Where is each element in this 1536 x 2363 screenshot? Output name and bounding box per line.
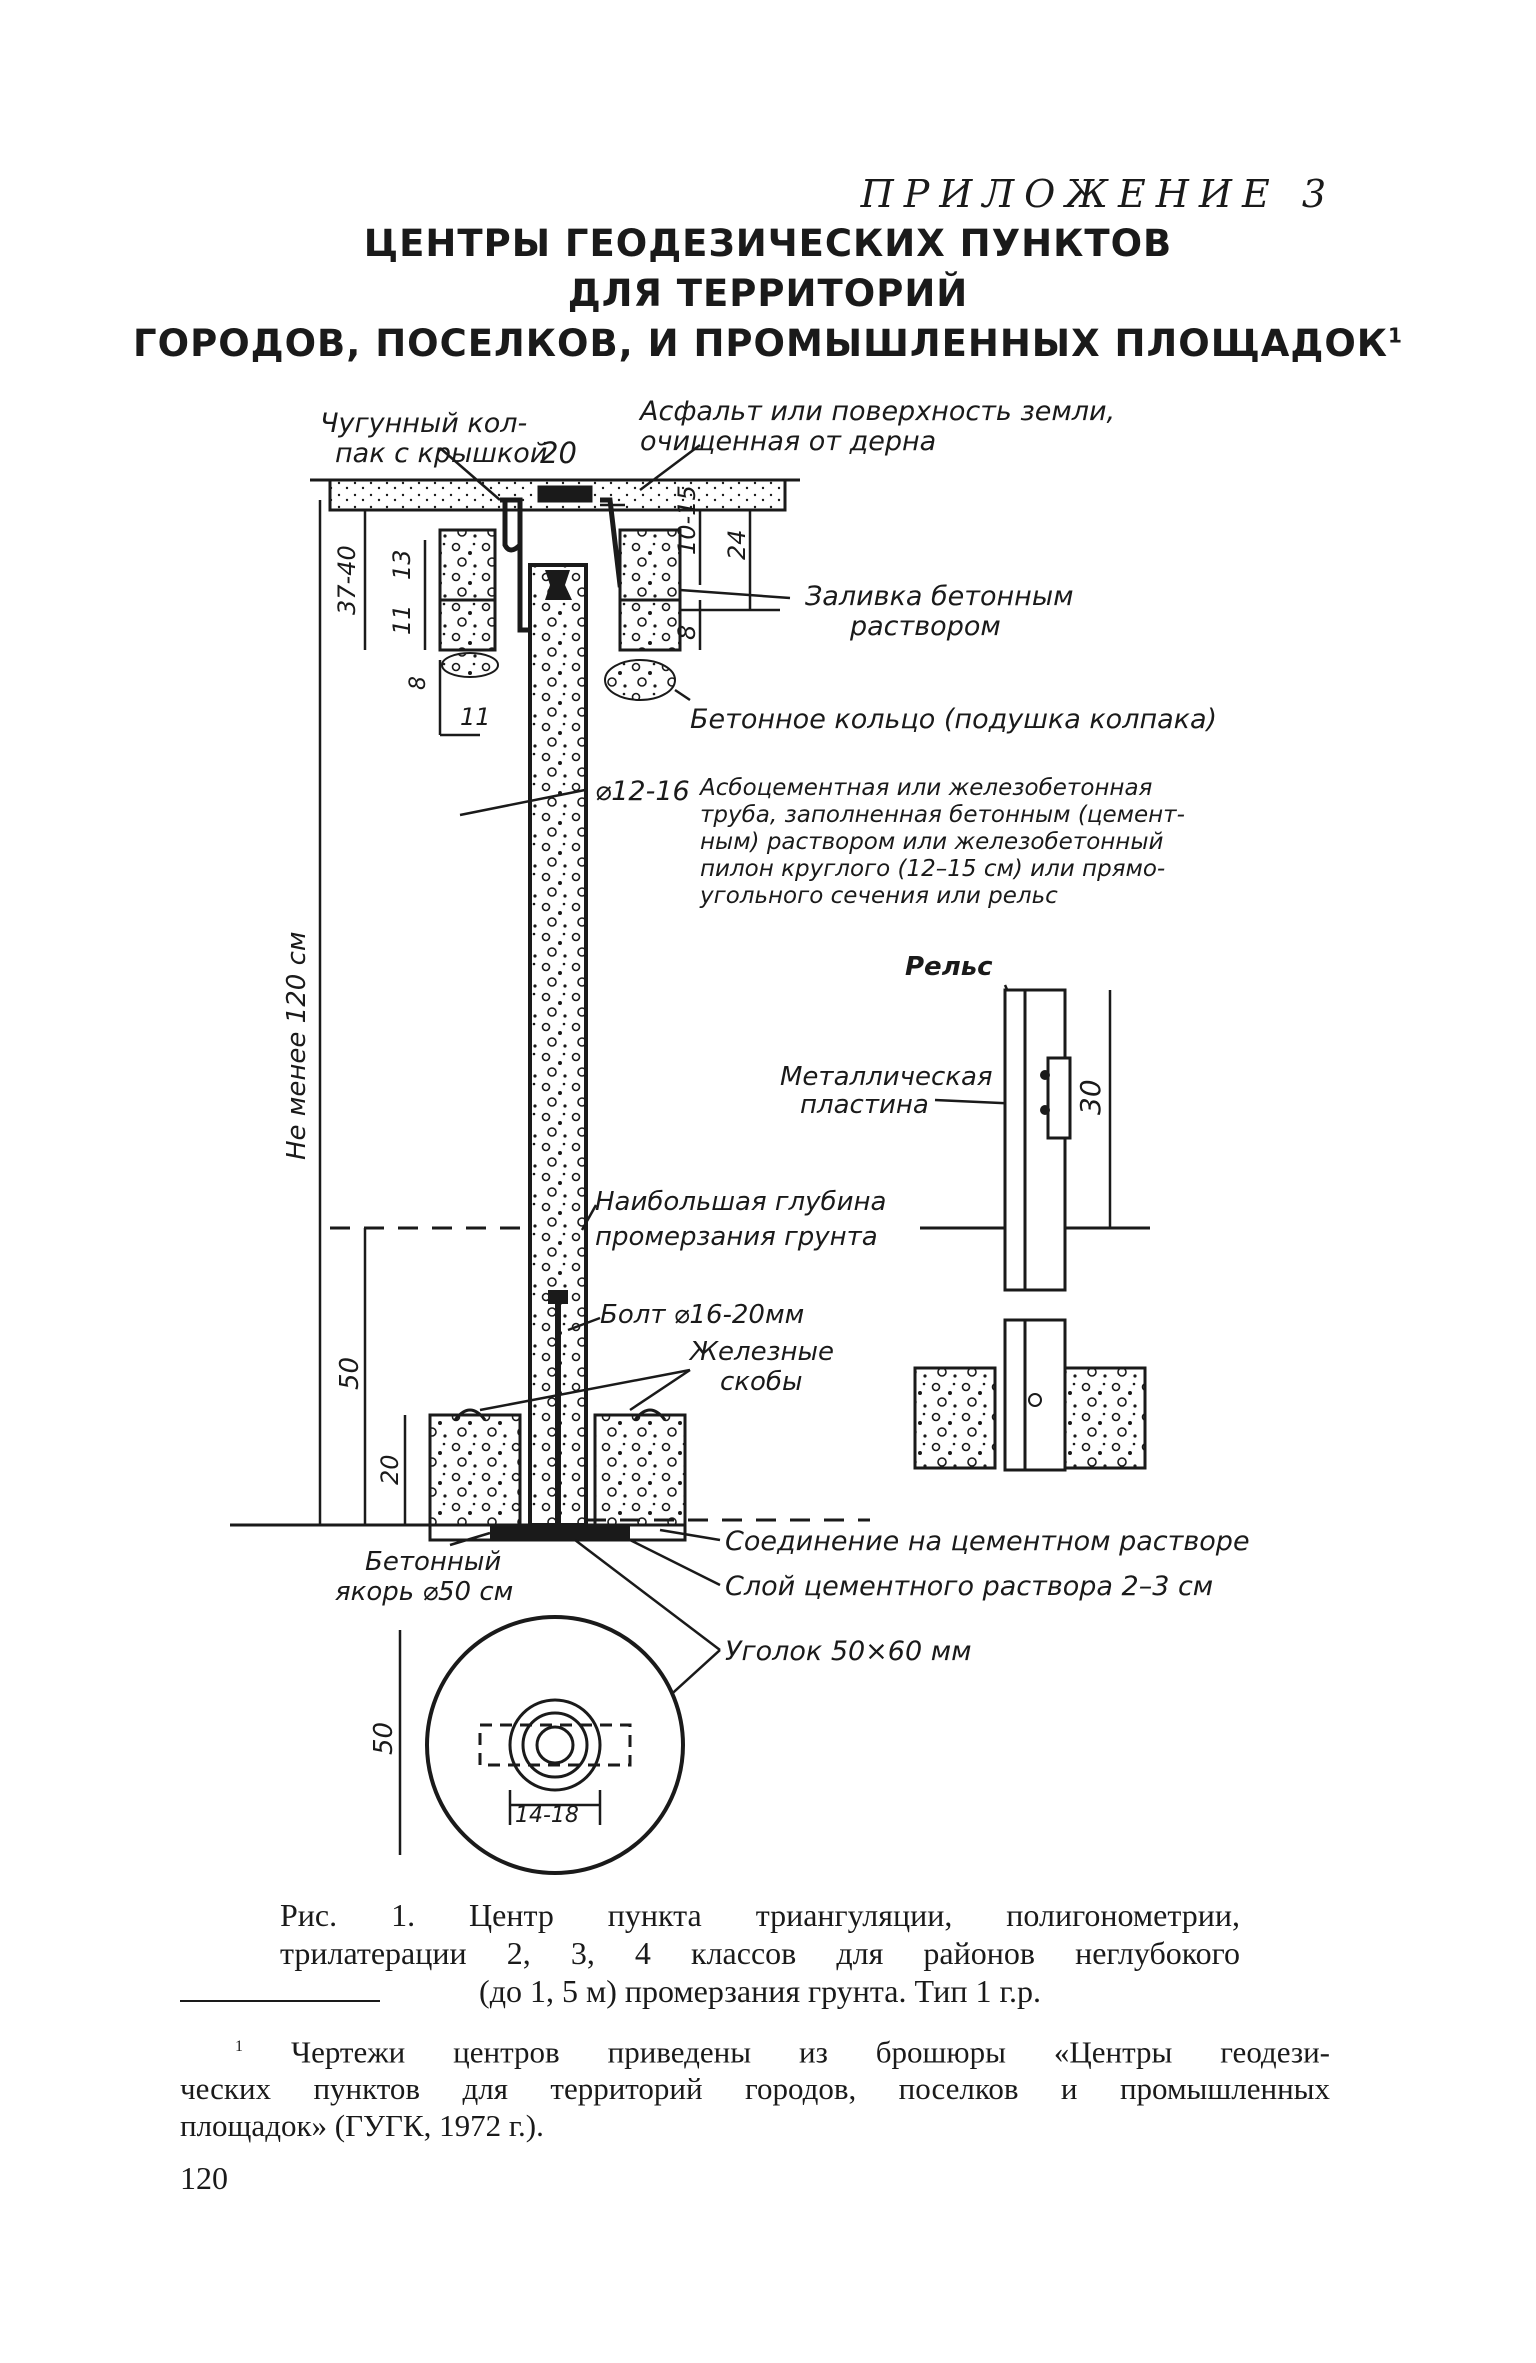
dim-base-50: 50 xyxy=(335,1357,365,1390)
label-bolt: Болт ⌀16-20мм xyxy=(600,1300,804,1330)
title-footnote-mark: 1 xyxy=(1388,323,1403,348)
label-frost-depth-2: промерзания грунта xyxy=(595,1222,878,1252)
footnote-line-2: ческих пунктов для территорий городов, п… xyxy=(180,2071,1330,2107)
dim-cap-width: 20 xyxy=(540,436,577,470)
label-concrete-fill-2: раствором xyxy=(849,611,1001,642)
page-number: 120 xyxy=(180,2160,228,2196)
dim-right-upper: 10-15 xyxy=(673,485,701,555)
label-asphalt-1: Асфальт или поверхность земли, xyxy=(638,396,1115,427)
label-pipe-desc-5: угольного сечения или рельс xyxy=(699,883,1058,909)
label-pipe-diameter: ⌀12-16 xyxy=(595,776,690,807)
label-anchor-2: якорь ⌀50 см xyxy=(335,1577,513,1607)
footnote-rule xyxy=(180,2000,380,2002)
dim-right-mid: 24 xyxy=(723,529,751,560)
label-pipe-desc-2: труба, заполненная бетонным (цемент- xyxy=(700,802,1185,828)
title-line-3-text: ГОРОДОВ, ПОСЕЛКОВ, И ПРОМЫШЛЕННЫХ ПЛОЩАД… xyxy=(133,322,1389,365)
footnote-line-1: 1 Чертежи центров приведены из брошюры «… xyxy=(180,2028,1330,2070)
label-cement-joint: Соединение на цементном растворе xyxy=(725,1526,1250,1557)
dim-left-total: 37-40 xyxy=(333,545,361,615)
dim-left-bottom: 8 xyxy=(406,676,431,690)
label-angle-iron: Уголок 50×60 мм xyxy=(725,1636,971,1667)
footnote-line-3: площадок» (ГУГК, 1972 г.). xyxy=(180,2108,544,2144)
label-concrete-fill-1: Заливка бетонным xyxy=(805,581,1074,612)
label-pipe-desc-3: ным) раствором или железобетонный xyxy=(700,829,1164,855)
caption-line-3: (до 1, 5 м) промерзания грунта. Тип 1 г.… xyxy=(479,1973,1041,2009)
figure-caption: Рис. 1. Центр пункта триангуляции, полиг… xyxy=(280,1896,1240,2010)
footnote: 1 Чертежи центров приведены из брошюры «… xyxy=(180,2028,1330,2144)
dimension-lines-right xyxy=(680,510,1112,1228)
upper-concrete-blocks xyxy=(438,528,682,701)
label-iron-brackets-1: Железные xyxy=(688,1337,834,1367)
label-cement-layer: Слой цементного раствора 2–3 см xyxy=(725,1571,1213,1602)
dim-ring-width: 11 xyxy=(460,703,491,731)
label-asphalt-2: очищенная от дерна xyxy=(640,426,936,457)
label-iron-brackets-2: скобы xyxy=(720,1367,802,1397)
dim-base-20: 20 xyxy=(376,1454,404,1485)
title-line-3: ГОРОДОВ, ПОСЕЛКОВ, И ПРОМЫШЛЕННЫХ ПЛОЩАД… xyxy=(0,322,1536,365)
asphalt-layer xyxy=(310,478,800,512)
dim-left-lower: 11 xyxy=(388,604,416,635)
concrete-anchor-section xyxy=(428,1408,687,1542)
label-cast-iron-cap-2: пак с крышкой xyxy=(335,438,547,469)
label-cast-iron-cap-1: Чугунный кол- xyxy=(320,408,527,439)
title-line-1: ЦЕНТРЫ ГЕОДЕЗИЧЕСКИХ ПУНКТОВ xyxy=(363,222,1173,265)
title-line-2: ДЛЯ ТЕРРИТОРИЙ xyxy=(567,272,969,315)
footnote-line-1-text: Чертежи центров приведены из брошюры «Це… xyxy=(290,2034,1330,2070)
dim-right-bottom: 8 xyxy=(673,625,701,640)
anchor-plan-view xyxy=(425,1615,685,1875)
caption-line-2: трилатерации 2, 3, 4 классов для районов… xyxy=(280,1935,1240,1971)
cast-iron-cap xyxy=(500,485,650,633)
rail-detail xyxy=(913,988,1150,1472)
figure-labels: Чугунный кол- пак с крышкой 20 Асфальт и… xyxy=(282,396,1250,1828)
footnote-mark: 1 xyxy=(235,2038,243,2055)
label-anchor-1: Бетонный xyxy=(365,1547,501,1577)
label-frost-depth-1: Наибольшая глубина xyxy=(595,1187,886,1217)
dimension-lines-left xyxy=(318,500,625,1855)
appendix-heading: ПРИЛОЖЕНИЕ 3 xyxy=(860,172,1336,216)
dim-anchor-inner: 14-18 xyxy=(515,1803,579,1828)
dim-left-upper: 13 xyxy=(388,549,416,580)
label-pipe-desc-1: Асбоцементная или железобетонная xyxy=(698,775,1153,801)
dim-rail-height: 30 xyxy=(1074,1079,1107,1115)
label-metal-plate-2: пластина xyxy=(800,1090,929,1120)
label-pipe-desc-4: пилон круглого (12–15 см) или прямо- xyxy=(700,856,1165,882)
label-metal-plate-1: Металлическая xyxy=(780,1062,993,1092)
caption-line-1: Рис. 1. Центр пункта триангуляции, полиг… xyxy=(280,1897,1240,1933)
label-concrete-ring: Бетонное кольцо (подушка колпака) xyxy=(690,704,1217,735)
label-min-depth: Не менее 120 см xyxy=(282,932,312,1160)
label-rail: Рельс xyxy=(905,952,993,982)
concrete-filled-pipe xyxy=(528,563,588,1540)
dim-anchor-diameter: 50 xyxy=(369,1722,399,1755)
